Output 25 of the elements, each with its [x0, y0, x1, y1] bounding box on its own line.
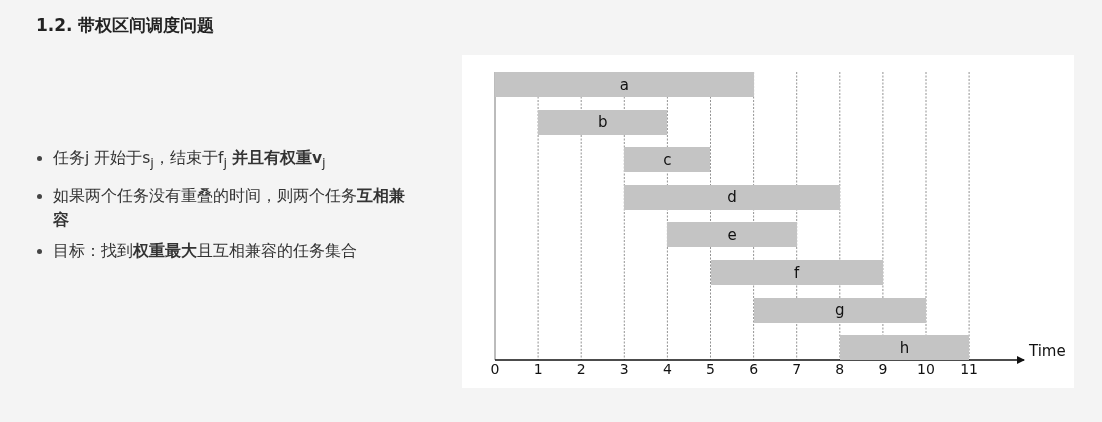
tick-label: 11 [960, 361, 978, 377]
tick-label: 10 [917, 361, 935, 377]
tick-label: 1 [533, 361, 543, 377]
tick-label: 8 [835, 361, 845, 377]
interval-bar: c [624, 147, 711, 173]
interval-bar: b [538, 109, 668, 135]
interval-bar: e [667, 222, 797, 248]
interval-bar: a [495, 72, 754, 97]
slide-title: 1.2. 带权区间调度问题 [36, 14, 215, 37]
interval-bar: g [753, 297, 926, 323]
bullet-text: 任务j 开始于s$_{j}$，结束于f$_{j}$ 并且有权重v$_{j}$ [53, 148, 327, 173]
tick-label: 4 [662, 361, 672, 377]
tick-label: 9 [878, 361, 888, 377]
bullet-text: 如果两个任务没有重叠的时间，则两个任务互相兼容 [53, 186, 406, 231]
interval-bar: d [624, 184, 840, 210]
tick-label: 2 [576, 361, 586, 377]
interval-bar: h [839, 335, 970, 361]
bullet-text: 目标：找到权重最大且互相兼容的任务集合 [53, 241, 358, 262]
tick-label: 0 [490, 361, 500, 377]
axis-label: Time [1029, 342, 1066, 360]
interval-bar: f [710, 260, 883, 285]
tick-label: 3 [619, 361, 629, 377]
tick-label: 6 [749, 361, 759, 377]
tick-label: 7 [792, 361, 802, 377]
tick-label: 5 [706, 361, 715, 377]
